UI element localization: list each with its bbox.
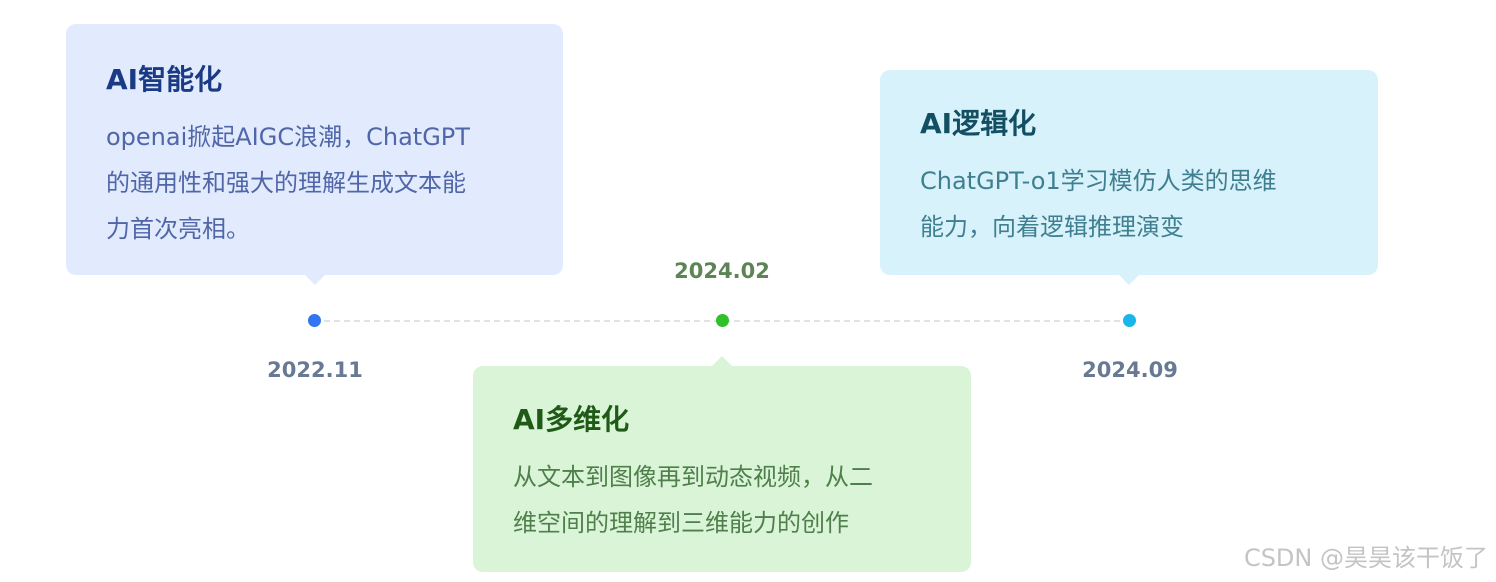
milestone-date: 2024.09: [1082, 358, 1178, 382]
milestone-description: openai掀起AIGC浪潮，ChatGPT 的通用性和强大的理解生成文本能 力…: [106, 114, 523, 252]
card-pointer: [304, 274, 326, 285]
timeline-dot-2024-02: [716, 314, 729, 327]
milestone-card-2024-09: AI逻辑化 ChatGPT-o1学习模仿人类的思维 能力，向着逻辑推理演变: [880, 70, 1378, 275]
timeline-dot-2024-09: [1123, 314, 1136, 327]
description-line: 力首次亮相。: [106, 215, 250, 243]
timeline-dot-2022-11: [308, 314, 321, 327]
card-pointer: [711, 356, 733, 367]
card-pointer: [1118, 274, 1140, 285]
milestone-card-2022-11: AI智能化 openai掀起AIGC浪潮，ChatGPT 的通用性和强大的理解生…: [66, 24, 563, 275]
milestone-date: 2024.02: [674, 259, 770, 283]
milestone-title: AI多维化: [513, 403, 630, 436]
description-line: 的通用性和强大的理解生成文本能: [106, 169, 466, 197]
description-line: openai掀起AIGC浪潮，ChatGPT: [106, 123, 470, 151]
description-line: 维空间的理解到三维能力的创作: [513, 509, 849, 537]
milestone-title: AI逻辑化: [920, 107, 1037, 140]
milestone-card-2024-02: AI多维化 从文本到图像再到动态视频，从二 维空间的理解到三维能力的创作: [473, 366, 971, 572]
milestone-description: ChatGPT-o1学习模仿人类的思维 能力，向着逻辑推理演变: [920, 158, 1338, 250]
description-line: 能力，向着逻辑推理演变: [920, 213, 1184, 241]
milestone-date: 2022.11: [267, 358, 363, 382]
watermark: CSDN @昊昊该干饭了: [1243, 544, 1488, 572]
milestone-description: 从文本到图像再到动态视频，从二 维空间的理解到三维能力的创作: [513, 454, 931, 546]
description-line: 从文本到图像再到动态视频，从二: [513, 463, 873, 491]
description-line: ChatGPT-o1学习模仿人类的思维: [920, 167, 1277, 195]
milestone-title: AI智能化: [106, 63, 223, 96]
